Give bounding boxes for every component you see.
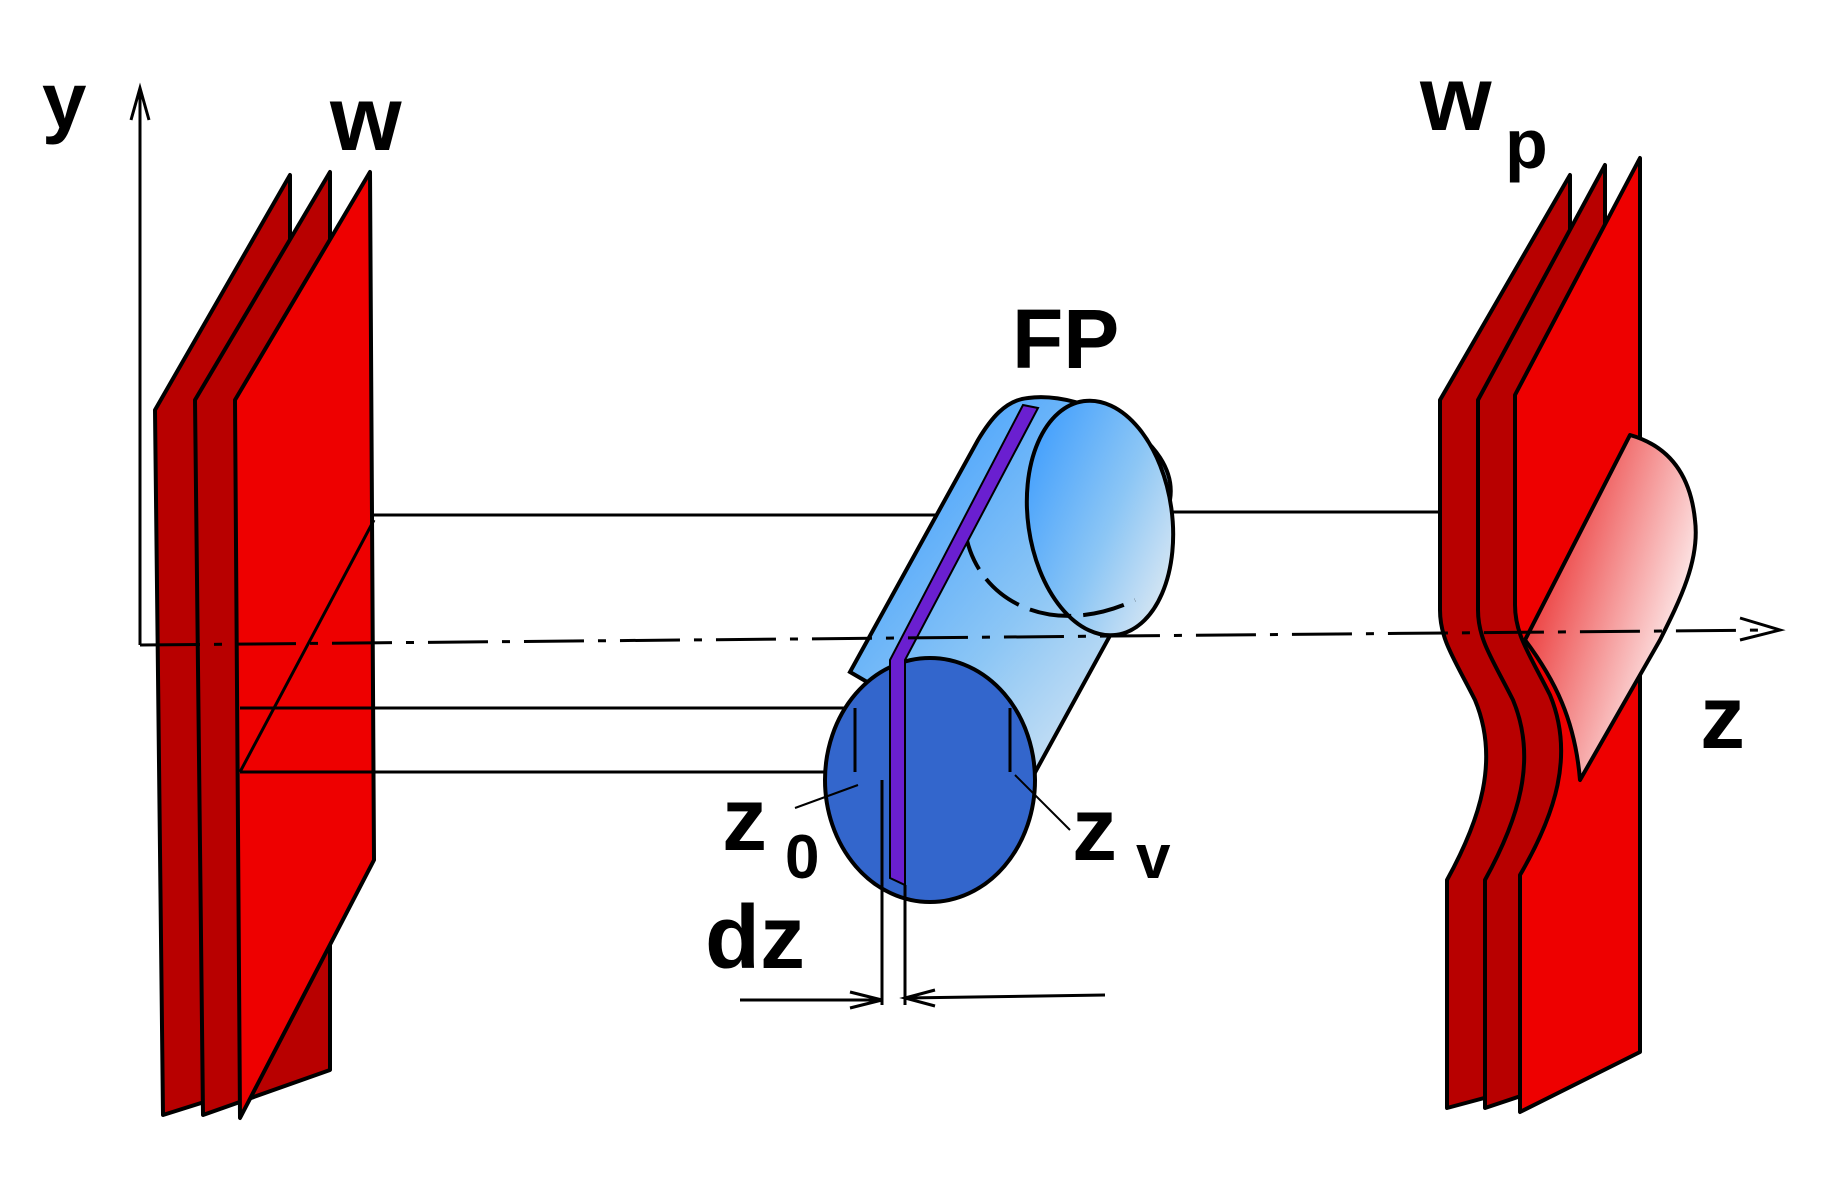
plate-front xyxy=(233,170,376,1120)
input-wave-label: w xyxy=(329,68,402,170)
output-wavefront-plates xyxy=(1438,156,1698,1114)
phase-object-cylinder xyxy=(823,395,1176,904)
cylinder-cross-section xyxy=(853,708,1012,772)
dz-dimension xyxy=(740,780,1106,1010)
y-axis-label: y xyxy=(42,56,87,145)
dz-label: dz xyxy=(705,888,805,988)
leader-lines xyxy=(794,774,1071,831)
input-wavefront-plates xyxy=(153,170,376,1120)
z0-label: z xyxy=(722,770,767,870)
z0-subscript: 0 xyxy=(785,823,819,892)
output-wave-subscript: p xyxy=(1505,105,1548,183)
z-axis-label: z xyxy=(1700,668,1745,768)
zv-label: z xyxy=(1072,780,1117,880)
object-label: FP xyxy=(1012,292,1119,386)
output-wave-label: w xyxy=(1419,48,1492,150)
cylinder-hidden-edge xyxy=(963,529,1136,618)
y-axis xyxy=(129,82,151,645)
cylinder-near-end xyxy=(823,656,1037,904)
zv-subscript: v xyxy=(1136,823,1171,892)
wavefront-distortion xyxy=(1523,433,1698,782)
z-axis xyxy=(139,616,1786,647)
